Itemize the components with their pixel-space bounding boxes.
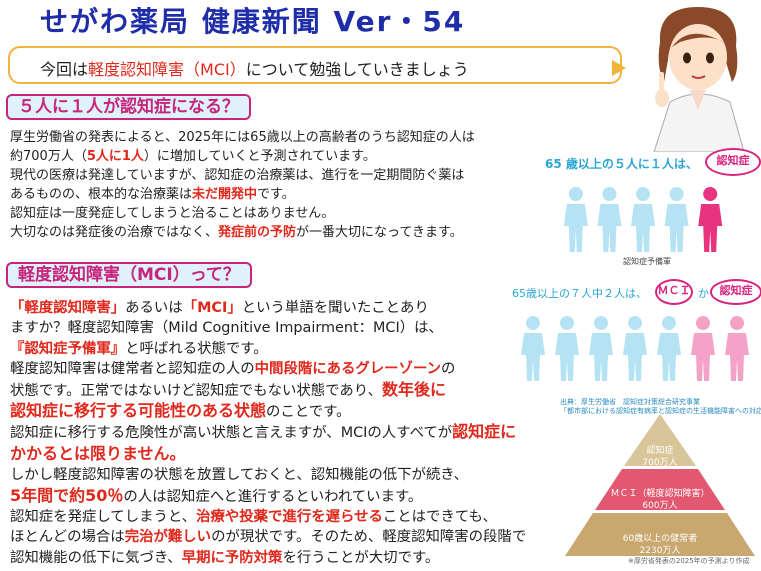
emphasis-text: 数年後に [382, 379, 447, 399]
stat-five-people-graphic: 65 歳以上の５人に１人は、 認知症 認知症予備軍 [545, 148, 761, 268]
stat1-sublabel: 認知症予備軍 [623, 257, 671, 266]
person-figure-highlighted [698, 187, 723, 252]
section2-heading: 軽度認知障害（MCI）って？ [6, 262, 252, 288]
section1-heading: ５人に１人が認知症になる？ [6, 94, 251, 120]
section2-line: ほとんどの場合は完治が難しいのが現状です。そのため、軽度認知障害の段階で [10, 529, 527, 546]
emphasis-text: 「軽度認知障害」 [10, 300, 126, 316]
section2-line: しかし軽度認知障害の状態を放置しておくと、認知機能の低下が続き、 [10, 467, 469, 484]
emphasis-text: 認知症に移行する可能性のある状態 [10, 401, 267, 421]
section2-line: 認知症に移行する可能性のある状態のことです。 [10, 401, 351, 421]
section1-body: 厚生労働省の発表によると、2025年には65歳以上の高齢者のうち認知症の人は約7… [10, 128, 475, 242]
section1-line: 現代の医療は発達していますが、認知症の治療薬は、進行を一定期間防ぐ薬は [10, 168, 465, 183]
stat-seven-people-graphic: 65歳以上の７人中２人は、 ＭＣＩ か 認知症 [510, 277, 761, 397]
section1-line: 厚生労働省の発表によると、2025年には65歳以上の高齢者のうち認知症の人は [10, 130, 475, 145]
section2-line: 状態です。正常ではないけど認知症でもない状態であり、数年後に [10, 379, 447, 399]
stat2-mci-badge: ＭＣＩ [655, 279, 693, 305]
person-figure-highlighted [691, 316, 715, 381]
emphasis-text: 認知症に [452, 422, 517, 442]
emphasis-text: 中間段階にあるグレーゾーン [254, 361, 442, 378]
section1-line: 約700万人（5人に1人）に増加していくと予測されています。 [10, 149, 376, 164]
person-figure-highlighted [725, 316, 749, 381]
pyramid-tier-mci-label: ＭＣＩ（軽度認知障害）600万人 [610, 489, 710, 511]
stat2-or-text: か [698, 287, 709, 300]
emphasis-text: 完治が難しい [124, 529, 212, 546]
stat2-caption: 65歳以上の７人中２人は、 [512, 287, 647, 300]
section2-line: 認知症に移行する危険性が高い状態と言えますが、MCIの人すべてが認知症に [10, 422, 517, 442]
pyramid-note: ※厚労省発表の2025年の予測より作成 [628, 557, 750, 565]
section1-line: 認知症は一度発症してしまうと治ることはありません。 [10, 206, 335, 221]
section2-line: 「軽度認知障害」あるいは「MCI」という単語を聞いたことあり [10, 300, 429, 316]
section2-line: 認知症を発症してしまうと、治療や投薬で進行を遅らせることはできても、 [10, 509, 497, 526]
emphasis-text: 5年間で約50％ [10, 485, 124, 505]
person-figure [597, 187, 622, 252]
stat1-figures [563, 187, 723, 252]
section2-body: 「軽度認知障害」あるいは「MCI」という単語を聞いたことありますか？軽度認知障害… [10, 298, 526, 568]
section2-line: 軽度認知障害は健常者と認知症の人の中間段階にあるグレーゾーンの [10, 361, 456, 378]
person-figure [623, 316, 647, 381]
person-figure [631, 187, 655, 252]
person-figure [563, 187, 588, 252]
person-figure [521, 316, 545, 381]
intro-speech-bubble: 今回は軽度認知障害（MCI）について勉強していきましょう [8, 46, 622, 84]
person-figure [555, 316, 579, 381]
stat2-figures [521, 316, 749, 381]
pyramid-tier-dementia [624, 414, 696, 466]
section2-line: 認知機能の低下に気づき、早期に予防対策を行うことが大切です。 [10, 549, 440, 566]
emphasis-text: 『認知症予備軍』 [10, 340, 126, 357]
person-figure [664, 187, 689, 252]
pharmacist-illustration [653, 7, 745, 152]
speech-bubble-tail [612, 60, 626, 76]
section2-line: 『認知症予備軍』と呼ばれる状態です。 [10, 340, 268, 357]
emphasis-text: 5人に1人 [86, 149, 144, 164]
emphasis-text: 発症前の予防 [218, 225, 297, 240]
emphasis-text: かかるとは限りません。 [10, 443, 186, 463]
person-figure [589, 316, 613, 381]
section2-line: ますか？軽度認知障害（Mild Cognitive Impairment：MCI… [10, 320, 443, 337]
person-figure [657, 316, 681, 381]
pyramid-tier-mci [595, 469, 725, 510]
section2-line: 5年間で約50％の人は認知症へと進行するといわれています。 [10, 485, 423, 505]
source-citation: 出典：厚生労働省 認知症対策総合研究事業 「都市部における認知症有病率と認知症の… [560, 398, 761, 415]
section1-line: あるものの、根本的な治療薬は未だ開発中です。 [10, 187, 295, 202]
section1-line: 大切なのは発症後の治療ではなく、発症前の予防が一番大切になってきます。 [10, 225, 463, 240]
stat2-dementia-badge: 認知症 [710, 279, 761, 305]
stat1-caption: 65 歳以上の５人に１人は、 [545, 157, 698, 171]
newsletter-title: せがわ薬局 健康新聞 Ver・54 [40, 5, 466, 38]
emphasis-text: 治療や投薬で進行を遅らせる [196, 509, 383, 526]
pyramid-tier-healthy [565, 513, 755, 556]
stat1-dementia-badge: 認知症 [705, 148, 761, 176]
emphasis-text: 「MCI」 [182, 300, 242, 316]
section2-line: かかるとは限りません。 [10, 444, 526, 465]
intro-text: 今回は軽度認知障害（MCI）について勉強していきましょう [40, 60, 469, 79]
emphasis-text: 早期に予防対策 [181, 549, 283, 566]
emphasis-text: 未だ開発中 [192, 187, 258, 202]
